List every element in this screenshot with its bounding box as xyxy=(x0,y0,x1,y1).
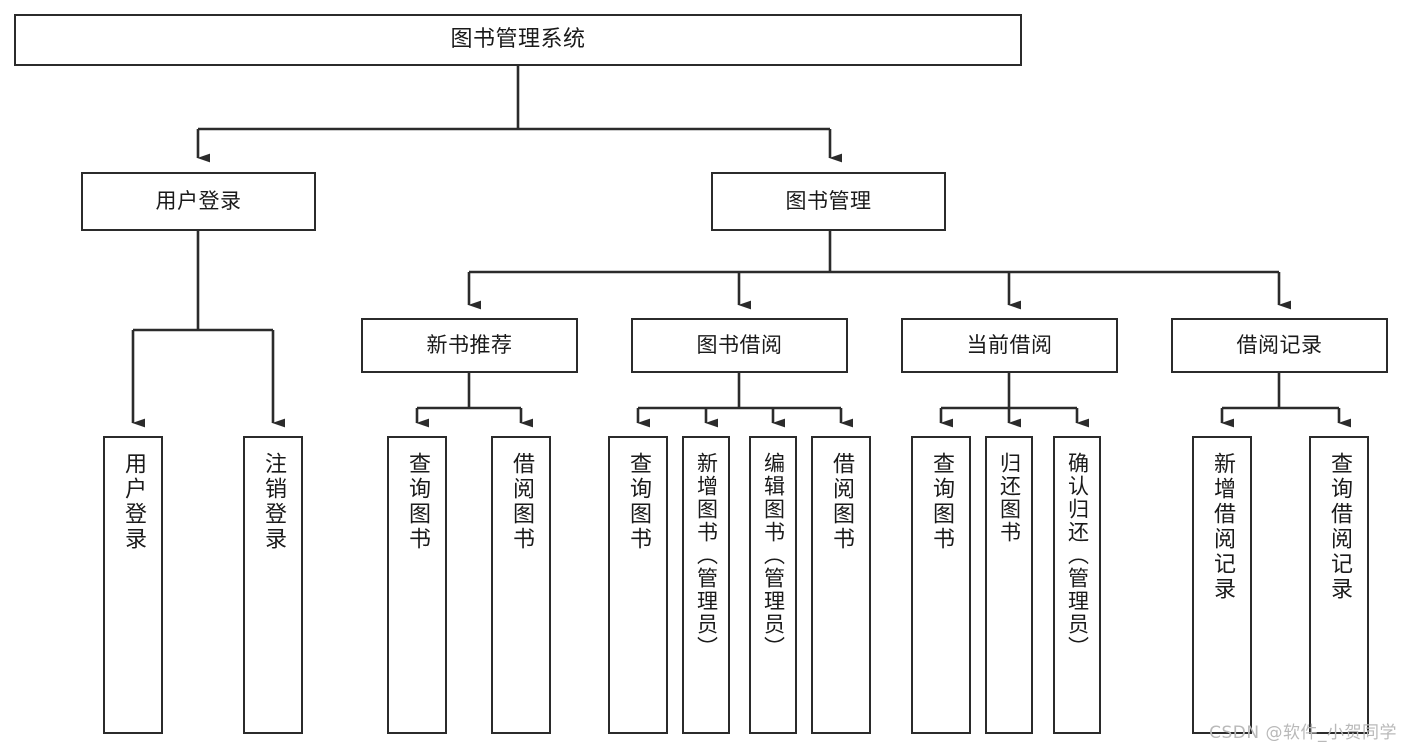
leaf-user-login[interactable]: 用户登录 xyxy=(103,436,163,734)
leaf-borrow-book-borrow[interactable]: 借阅图书 xyxy=(811,436,871,734)
leaf-query-borrow-record[interactable]: 查询借阅记录 xyxy=(1309,436,1369,734)
node-label: 用户登录 xyxy=(155,189,242,214)
node-label: 编辑图书（管理员） xyxy=(761,452,786,659)
node-label: 借阅图书 xyxy=(509,452,534,552)
node-new-book-recommendation[interactable]: 新书推荐 xyxy=(361,318,578,373)
node-label: 确认归还（管理员） xyxy=(1065,452,1090,659)
leaf-query-book-new-rec[interactable]: 查询图书 xyxy=(387,436,447,734)
node-label: 归还图书 xyxy=(997,452,1022,544)
node-borrow-record[interactable]: 借阅记录 xyxy=(1171,318,1388,373)
node-current-borrow[interactable]: 当前借阅 xyxy=(901,318,1118,373)
node-book-borrow[interactable]: 图书借阅 xyxy=(631,318,848,373)
node-label: 查询借阅记录 xyxy=(1327,452,1352,602)
leaf-logout[interactable]: 注销登录 xyxy=(243,436,303,734)
leaf-borrow-book-new-rec[interactable]: 借阅图书 xyxy=(491,436,551,734)
node-label: 注销登录 xyxy=(261,452,286,552)
node-label: 查询图书 xyxy=(626,452,651,552)
node-label: 图书管理系统 xyxy=(450,27,586,53)
leaf-return-book[interactable]: 归还图书 xyxy=(985,436,1033,734)
leaf-add-book-admin[interactable]: 新增图书（管理员） xyxy=(682,436,730,734)
node-user-login[interactable]: 用户登录 xyxy=(81,172,316,231)
leaf-query-book-current[interactable]: 查询图书 xyxy=(911,436,971,734)
node-label: 查询图书 xyxy=(405,452,430,552)
node-label: 图书借阅 xyxy=(696,333,783,358)
csdn-watermark: CSDN @软件_小贺同学 xyxy=(1209,723,1397,743)
node-label: 图书管理 xyxy=(785,189,872,214)
leaf-confirm-return-admin[interactable]: 确认归还（管理员） xyxy=(1053,436,1101,734)
node-label: 借阅记录 xyxy=(1236,333,1323,358)
leaf-query-book-borrow[interactable]: 查询图书 xyxy=(608,436,668,734)
node-label: 新增借阅记录 xyxy=(1210,452,1235,602)
node-book-manage[interactable]: 图书管理 xyxy=(711,172,946,231)
node-label: 新增图书（管理员） xyxy=(694,452,719,659)
leaf-edit-book-admin[interactable]: 编辑图书（管理员） xyxy=(749,436,797,734)
node-root-book-management-system[interactable]: 图书管理系统 xyxy=(14,14,1022,66)
node-label: 用户登录 xyxy=(121,452,146,552)
node-label: 新书推荐 xyxy=(426,333,513,358)
leaf-add-borrow-record[interactable]: 新增借阅记录 xyxy=(1192,436,1252,734)
node-label: 借阅图书 xyxy=(829,452,854,552)
node-label: 查询图书 xyxy=(929,452,954,552)
node-label: 当前借阅 xyxy=(966,333,1053,358)
